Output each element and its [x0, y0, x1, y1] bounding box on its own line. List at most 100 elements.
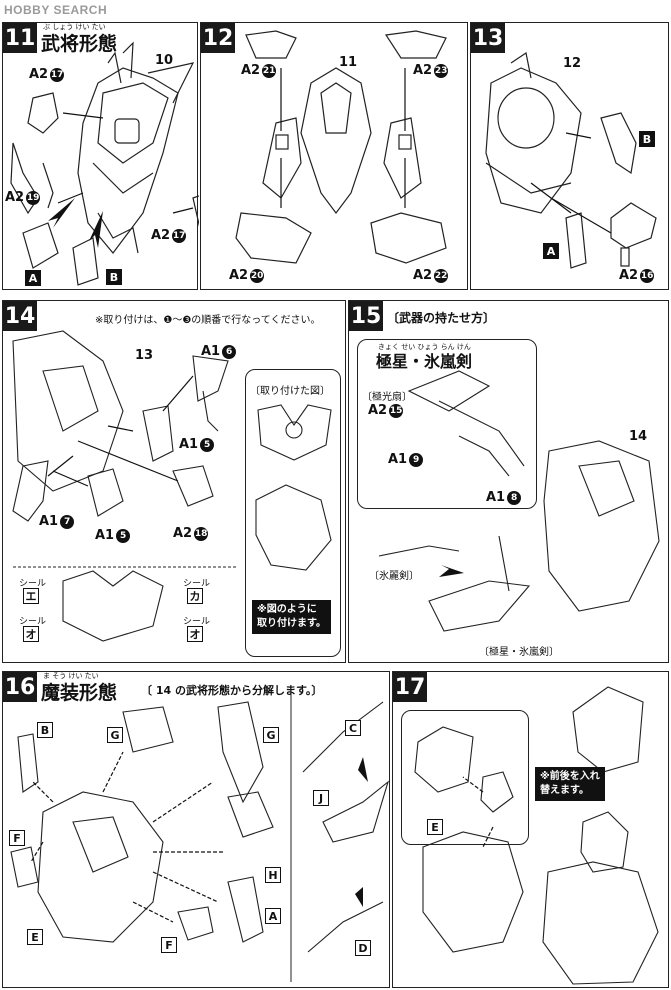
part-circle-number: 6: [222, 344, 237, 359]
disassembly-illustration: [10, 690, 390, 982]
assembly-order-note: ※取り付けは、❶～❸の順番で行なってください。: [95, 315, 321, 326]
seal-letter-o: オ: [187, 626, 203, 642]
runner-label: A2: [5, 190, 25, 205]
part-letter-b: B: [639, 131, 655, 147]
step-number: 14: [3, 301, 37, 331]
part-circle-number: 5: [116, 528, 131, 543]
seal-letter-o: オ: [23, 626, 39, 642]
part-circle-number: 17: [50, 67, 65, 82]
part-circle-number: 16: [640, 268, 655, 283]
mecha-assembly-illustration: [10, 41, 199, 286]
runner-label: A2: [413, 268, 433, 283]
part-letter-g: G: [107, 727, 123, 743]
part-letter-a: A: [25, 270, 41, 286]
part-circle-number: 7: [60, 514, 75, 529]
runner-label: A1: [201, 344, 221, 359]
step-17-panel: 17 ※前後を入れ 替えます。 E: [392, 671, 669, 988]
runner-label: A2: [413, 63, 433, 78]
seal-label: シール: [183, 579, 211, 589]
part-letter-a: A: [543, 243, 559, 259]
seal-label: シール: [19, 617, 47, 627]
step-number: 11: [3, 23, 37, 53]
part-number-10: 10: [155, 53, 174, 68]
part-circle-number: 23: [434, 63, 449, 78]
step-title-ruby: ぶ しょう けい たい: [43, 23, 106, 31]
part-number-11: 11: [339, 55, 358, 70]
shoulder-assembly-illustration: [235, 30, 447, 264]
step-number: 16: [3, 672, 37, 702]
step-title-ruby: ま そう けい たい: [43, 672, 99, 680]
part-letter-h: H: [265, 867, 281, 883]
inset-title: 〔取り付けた図〕: [250, 386, 330, 397]
step-subtitle: 〔 14 の武将形態から分解します。〕: [141, 684, 323, 697]
part-circle-number: 8: [507, 490, 522, 505]
runner-label: A2: [368, 403, 388, 418]
seal-letter-e: エ: [23, 588, 39, 604]
part-letter-f: F: [161, 937, 177, 953]
step-number: 13: [471, 23, 505, 53]
part-circle-number: 17: [172, 228, 187, 243]
runner-label: A1: [486, 490, 506, 505]
step-16-panel: 16 ま そう けい たい 魔装形態 〔 14 の武将形態から分解します。〕: [2, 671, 390, 988]
step-title: 魔装形態: [41, 682, 118, 704]
weapon-hold-illustration: [378, 370, 660, 632]
part-letter-g: G: [263, 727, 279, 743]
part-letter-d: D: [355, 940, 371, 956]
part-letter-f: F: [9, 830, 25, 846]
part-circle-number: 9: [409, 452, 424, 467]
part-circle-number: 15: [389, 403, 404, 418]
part-letter-j: J: [313, 790, 329, 806]
left-weapon-label: 〔氷麗剣〕: [369, 571, 419, 582]
sub-weapon-name: 〔極光扇〕: [362, 392, 412, 403]
step-15-panel: 15 〔武器の持たせ方〕 きょく せい ひょう らん けん 極星・氷嵐剣 〔極光…: [348, 300, 669, 663]
part-circle-number: 21: [262, 63, 277, 78]
step-number: 17: [393, 672, 427, 702]
part-circle-number: 22: [434, 268, 449, 283]
part-circle-number: 20: [250, 268, 265, 283]
runner-label: A2: [619, 268, 639, 283]
attached-view-illustration: [255, 404, 332, 571]
seal-label: シール: [19, 579, 47, 589]
part-number-14: 14: [629, 429, 648, 444]
step-14-panel: 14 ※取り付けは、❶～❸の順番で行なってください。: [2, 300, 346, 663]
part-circle-number: 5: [200, 437, 215, 452]
step-number: 15: [349, 301, 383, 331]
weapon-ruby: きょく せい ひょう らん けん: [378, 343, 471, 351]
back-assembly-illustration: [485, 52, 657, 269]
part-letter-e: E: [427, 819, 443, 835]
swap-note: ※前後を入れ 替えます。: [535, 767, 605, 801]
runner-label: A1: [179, 437, 199, 452]
part-letter-b: B: [37, 722, 53, 738]
weapon-name: 極星・氷嵐剣: [376, 352, 473, 371]
runner-label: A1: [388, 452, 408, 467]
part-circle-number: 19: [26, 190, 41, 205]
head-swap-inset: [401, 710, 529, 845]
attach-note: ※図のように 取り付けます。: [252, 600, 331, 634]
part-letter-e: E: [27, 929, 43, 945]
runner-label: A2: [151, 228, 171, 243]
part-letter-c: C: [345, 720, 361, 736]
seal-letter-ka: カ: [187, 588, 203, 604]
step-title: 武将形態: [41, 33, 118, 55]
runner-label: A2: [29, 67, 49, 82]
runner-label: A2: [173, 526, 193, 541]
runner-label: A2: [241, 63, 261, 78]
